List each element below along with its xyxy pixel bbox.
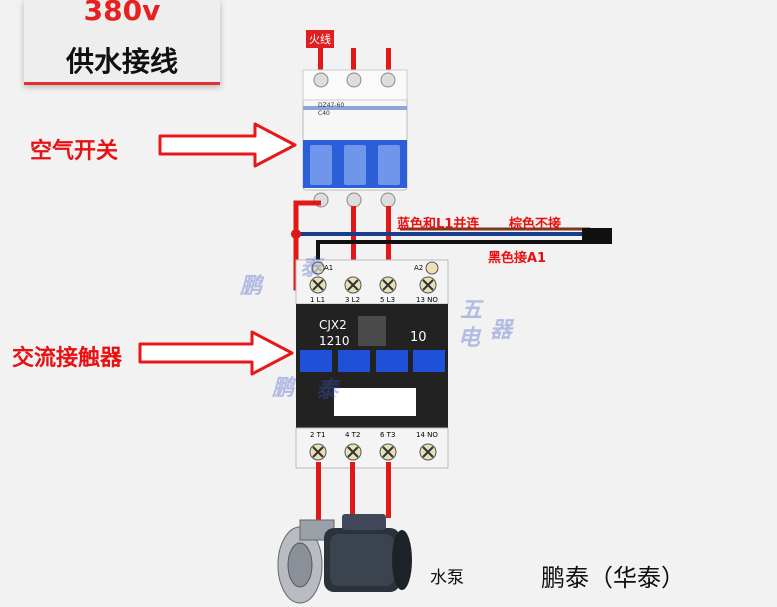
- watermark-char-6: 电: [458, 326, 481, 351]
- cable-end: [582, 228, 612, 244]
- bottom-label-3: 6 T3: [380, 431, 396, 439]
- top-label-4: 13 NO: [416, 296, 438, 304]
- fire-line-tag: 火线: [306, 30, 334, 48]
- contactor-rating: 1210: [319, 334, 350, 348]
- contactor-blue-1: [300, 350, 332, 372]
- breaker-model-1: DZ47-60: [318, 102, 345, 109]
- breaker-lever-3[interactable]: [378, 145, 400, 185]
- contactor-label: 交流接触器: [12, 346, 123, 371]
- breaker-model-2: C40: [318, 110, 330, 117]
- watermark-char-1: 鹏: [240, 274, 263, 299]
- contactor-label-window: [334, 388, 416, 416]
- brand-label: 鹏泰（华泰）: [541, 564, 685, 592]
- incoming-wires: [318, 44, 391, 78]
- contactor: [295, 259, 449, 469]
- arrow-air-switch: [158, 122, 297, 168]
- breaker-lever-1[interactable]: [310, 145, 332, 185]
- pump-label: 水泵: [430, 568, 464, 588]
- terminal-a1: A1: [324, 264, 334, 272]
- watermark-char-5: 泰: [316, 378, 339, 403]
- air-switch-label: 空气开关: [30, 139, 119, 164]
- bottom-label-4: 14 NO: [416, 431, 438, 439]
- incoming-wire-3: [386, 48, 391, 78]
- bottom-screws: [309, 443, 437, 461]
- pump-wires: [316, 462, 391, 536]
- watermark-char-4: 鹏: [272, 376, 295, 401]
- incoming-wire-1: [318, 44, 323, 78]
- watermark-char-2: 泰: [300, 256, 323, 281]
- water-pump: [277, 514, 412, 604]
- watermark-char-7: 器: [490, 318, 513, 343]
- contactor-aux: 10: [410, 330, 427, 345]
- contactor-blue-4: [413, 350, 445, 372]
- top-label-3: 5 L3: [380, 296, 396, 304]
- breaker-lever-2[interactable]: [344, 145, 366, 185]
- bottom-label-2: 4 T2: [345, 431, 361, 439]
- top-screws: [309, 261, 439, 294]
- bottom-label-1: 2 T1: [310, 431, 326, 439]
- contactor-blue-3: [376, 350, 408, 372]
- title-box: 380v 供水接线: [24, 0, 220, 85]
- title-subtitle: 供水接线: [65, 45, 178, 78]
- brown-label: 棕色不接: [509, 217, 562, 232]
- top-label-1: 1 L1: [310, 296, 326, 304]
- contactor-blue-2: [338, 350, 370, 372]
- watermark-char-3: 五: [460, 298, 483, 323]
- black-a1-label: 黑色接A1: [488, 251, 547, 266]
- arrow-contactor: [138, 330, 294, 376]
- title-voltage: 380v: [83, 0, 161, 27]
- contactor-model: CJX2: [319, 318, 347, 332]
- blue-l1-label: 蓝色和L1并连: [397, 217, 480, 232]
- incoming-wire-2: [351, 48, 356, 78]
- air-switch: [302, 69, 408, 208]
- top-label-2: 3 L2: [345, 296, 361, 304]
- terminal-a2: A2: [414, 264, 424, 272]
